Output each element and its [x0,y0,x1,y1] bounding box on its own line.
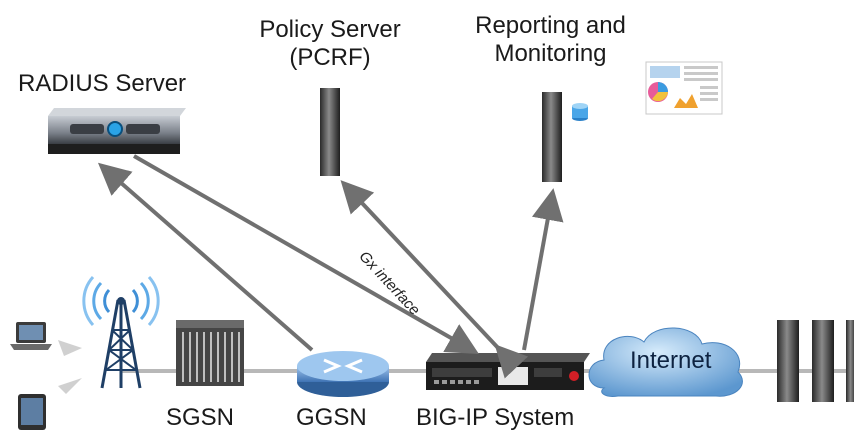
policy-server-line1: Policy Server [259,16,401,43]
internet-cloud-icon [588,327,743,397]
radius-server-icon [48,108,186,154]
arrow-bigip-to-reporting [522,188,564,351]
wireless-signal-icon [58,340,82,394]
arrow-gx-pcrf-bigip [340,180,529,379]
pcrf-server-icon [320,88,340,176]
policy-server-line2: (PCRF) [289,44,371,71]
radius-server-label: RADIUS Server [18,70,187,97]
ggsn-router-icon [297,351,389,397]
tablet-icon [18,394,46,430]
bigip-label: BIG-IP System [416,404,575,431]
sgsn-rack-icon [176,320,244,386]
dashboard-report-icon [645,61,723,115]
arrow-ggsn-to-radius [97,162,314,352]
laptop-icon [10,322,52,350]
internet-label: Internet [630,347,712,374]
sgsn-label: SGSN [166,404,235,431]
database-icon [572,103,588,121]
reporting-server-icon [542,92,562,182]
server-rack-icon [777,320,854,402]
cell-tower-icon [82,276,160,389]
reporting-label: Reporting and Monitoring [448,12,653,68]
bigip-appliance-icon [426,353,590,390]
reporting-line2: Monitoring [494,40,607,67]
policy-server-label: Policy Server (PCRF) [240,16,420,72]
reporting-line1: Reporting and [475,12,626,39]
ggsn-label: GGSN [296,404,367,431]
